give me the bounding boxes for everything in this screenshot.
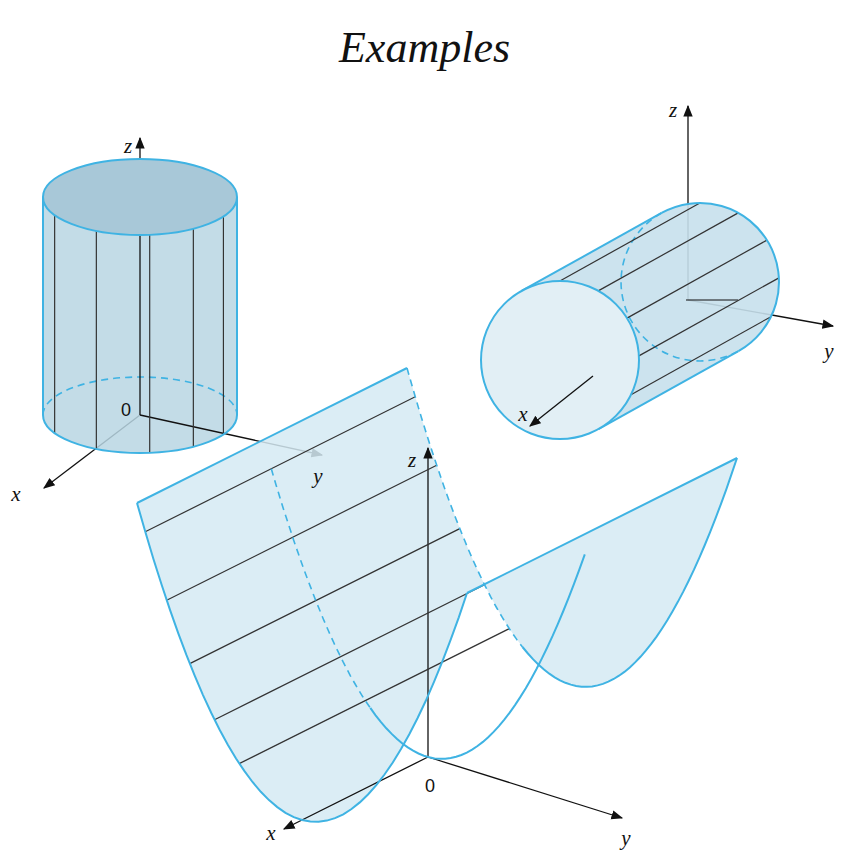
axis-label: y [824,339,833,364]
outline [370,554,585,759]
hidden-edge [407,368,523,647]
axis-label: x [11,482,20,507]
ruling-line [149,235,150,453]
ruling-line [639,278,779,356]
cylinder-face [481,281,639,439]
surface [137,368,737,822]
axis-line [686,299,738,300]
outline [137,503,467,822]
axis-label: y [621,826,630,850]
horizontal-cylinder [481,106,833,439]
ruling-line [54,215,55,433]
outline [523,458,738,687]
ruling-line [145,397,415,532]
ruling-line [223,216,224,434]
axis-label: y [313,464,322,489]
ruling-line [190,529,460,664]
outline [236,197,238,415]
axis-label: z [669,98,677,123]
axis-line [428,757,622,818]
outline [662,203,779,351]
origin-label: 0 [425,776,435,797]
axis-line [284,757,428,829]
cylinder-top [43,159,237,235]
ruling-line [560,203,700,281]
axis-line [530,376,593,426]
ruling-line [96,231,97,449]
outline [522,213,662,291]
ruling-line [239,629,509,764]
outline [43,415,237,453]
hidden-edge [621,213,738,361]
origin-label: 0 [121,400,131,421]
outline [137,368,407,503]
title: Examples [0,22,849,73]
axis-line [427,448,428,757]
axis-label: x [266,821,275,846]
hidden-edge [271,469,370,708]
axis-label: z [408,448,416,473]
axis-label: x [518,402,527,427]
ruling-line [167,465,437,600]
ruling-line [193,229,194,447]
axis-label: z [124,134,132,159]
ruling-line [627,240,767,318]
outline [467,458,737,593]
ruling-line [631,317,771,395]
parabolic-cylinder [137,368,737,829]
outline [42,197,44,415]
ruling-line [598,213,738,291]
ruling-line [215,585,485,720]
